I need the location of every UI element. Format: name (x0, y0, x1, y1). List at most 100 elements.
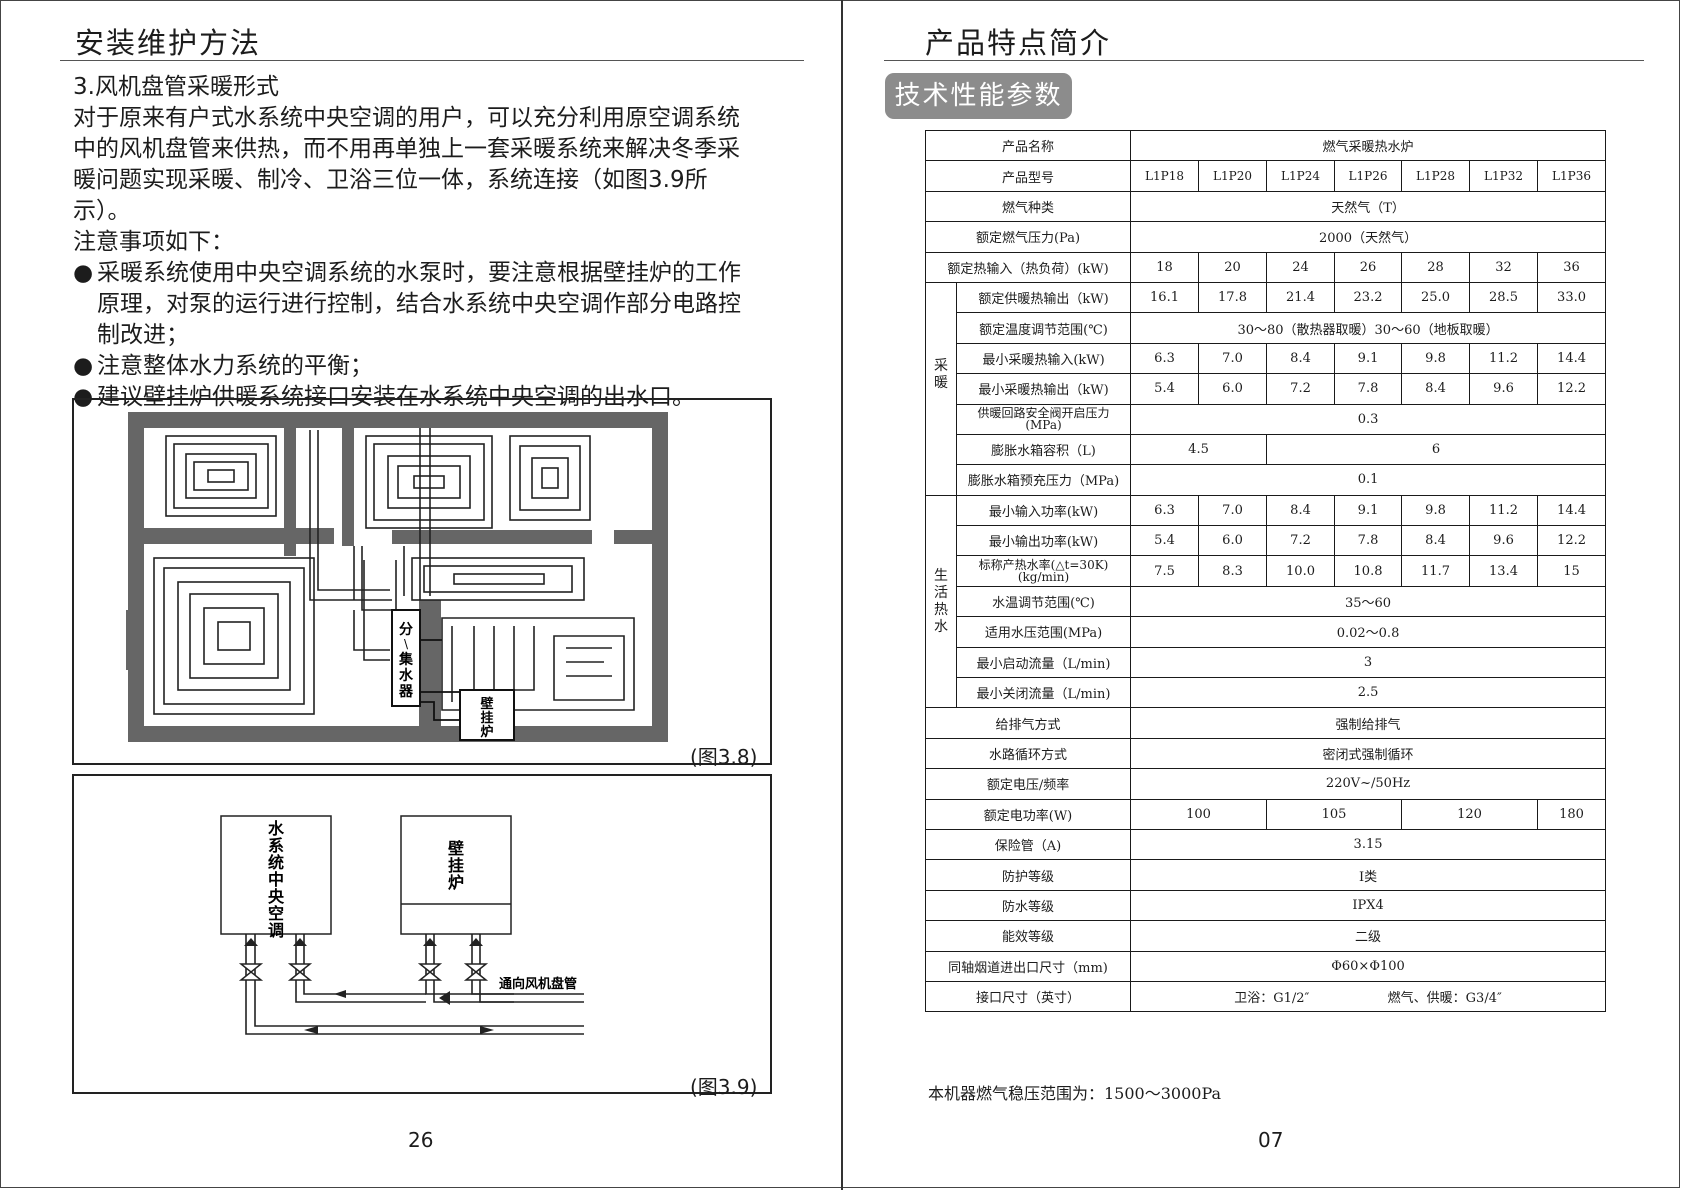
floor-heating-diagram: 分 \ 集 水 器 壁 挂 炉 (126, 412, 668, 742)
svg-text:央: 央 (268, 887, 285, 906)
cell-value: 强制给排气 (1130, 707, 1607, 739)
bullet-line: 制改进； (97, 322, 189, 348)
boiler-pipes (420, 639, 460, 721)
svg-text:空: 空 (268, 904, 284, 923)
table-row: 最小输出功率(kW) 5.4 6.0 7.2 7.8 8.4 9.6 12.2 (926, 525, 1607, 557)
cell-value: 32 (1469, 251, 1539, 283)
paragraph-line: 中的风机盘管来供热，而不用再单独上一套采暖系统来解决冬季采 (73, 136, 740, 162)
cell-value: 7.2 (1266, 373, 1336, 405)
model-cell: L1P24 (1266, 160, 1336, 192)
row-label: 水温调节范围(℃) (955, 585, 1132, 618)
row-label: 标称产热水率(△t=30K) (kg/min) (955, 555, 1132, 587)
svg-text:壁: 壁 (448, 839, 464, 858)
valves (238, 963, 489, 981)
table-row: 额定电功率(W) 100 105 120 180 (924, 798, 1607, 830)
table-row: 接口尺寸（英寸） 卫浴：G1/2″ 燃气、供暖：G3/4″ (924, 980, 1607, 1013)
bullet-text: 建议壁挂炉供暖系统接口安装在水系统中央空调的出水口。 (97, 384, 695, 410)
manifold-box (391, 609, 421, 707)
table-row: 膨胀水箱容积（L) 4.5 6 (926, 433, 1607, 466)
cell-value: 3.15 (1130, 828, 1607, 861)
cell-value: 6.3 (1130, 342, 1200, 375)
left-header-rule (60, 60, 804, 61)
figure-3-8-caption: (图3.8) (690, 745, 758, 769)
table-row: 防水等级 IPX4 (924, 889, 1607, 922)
table-row: 膨胀水箱预充压力（MPa) 0.1 (926, 464, 1607, 496)
cell-value: 天然气（T） (1130, 190, 1607, 223)
bullet-dot: ● (73, 384, 94, 410)
cell-value: 23.2 (1334, 281, 1403, 314)
cell-value: I类 (1130, 859, 1607, 891)
cell-value: 6.0 (1198, 373, 1268, 405)
cell-value: 9.8 (1401, 494, 1471, 527)
figure-3-9-caption: (图3.9) (690, 1075, 758, 1099)
cell-value: 2000（天然气） (1130, 221, 1607, 253)
cell-value: 6 (1266, 433, 1607, 466)
svg-text:挂: 挂 (448, 856, 464, 875)
table-row: 水温调节范围(℃) 35～60 (926, 585, 1607, 618)
figure-3-8: 分 \ 集 水 器 壁 挂 炉 (72, 398, 772, 765)
table-row: 最小采暖热输入(kW) 6.3 7.0 8.4 9.1 9.8 11.2 14.… (926, 342, 1607, 375)
table-row: 适用水压范围(MPa) 0.02～0.8 (926, 616, 1607, 648)
cell-value: 0.1 (1130, 464, 1607, 496)
bullet-line: 采暖系统使用中央空调系统的水泵时，要注意根据壁挂炉的工作 (97, 260, 741, 286)
row-label: 额定电压/频率 (924, 768, 1132, 800)
svg-text:调: 调 (268, 921, 284, 940)
table-row: 额定电压/频率 220V~/50Hz (924, 768, 1607, 800)
svg-text:中: 中 (268, 870, 284, 889)
cell-value: 4.5 (1130, 433, 1268, 466)
cell-value: 20 (1198, 251, 1268, 283)
row-label: 最小采暖热输出（kW) (955, 373, 1132, 405)
cell-value: 8.4 (1266, 342, 1336, 375)
model-cell: L1P26 (1334, 160, 1403, 192)
left-page-number: 26 (408, 1128, 434, 1152)
svg-text:系: 系 (268, 836, 284, 855)
cell-value: 8.3 (1198, 555, 1268, 587)
cell-value: 5.4 (1130, 373, 1200, 405)
spec-section-tag: 技术性能参数 (885, 73, 1072, 119)
cell-value: 12.2 (1537, 373, 1607, 405)
model-cell: L1P18 (1130, 160, 1200, 192)
table-row: 采 暖 额定供暖热输出（kW) 16.1 17.8 21.4 23.2 25.0… (925, 281, 1607, 496)
row-label: 额定供暖热输出（kW) (955, 281, 1132, 314)
page-spine (841, 0, 843, 1190)
table-row: 最小关闭流量（L/min) 2.5 (926, 677, 1607, 709)
cell-value: 0.3 (1130, 403, 1607, 435)
cell-value: 7.8 (1334, 373, 1403, 405)
cell-value: 7.8 (1334, 525, 1403, 557)
cell-value: 26 (1334, 251, 1403, 283)
row-label: 最小启动流量（L/min) (955, 646, 1132, 679)
row-label: 额定热输入（热负荷）(kW) (924, 251, 1132, 283)
flow-arrows (244, 938, 494, 1034)
cell-value: IPX4 (1130, 889, 1607, 922)
model-cell: L1P36 (1537, 160, 1607, 192)
cell-value: 卫浴：G1/2″ 燃气、供暖：G3/4″ (1130, 980, 1607, 1013)
model-cell: L1P28 (1401, 160, 1471, 192)
boiler-label: 壁 挂 炉 (448, 839, 464, 892)
table-row: 保险管（A) 3.15 (924, 828, 1607, 861)
manifold-label: 水 (399, 667, 414, 684)
cell-value: 5.4 (1130, 525, 1200, 557)
boiler-label: 炉 (480, 724, 493, 740)
row-label: 额定电功率(W) (924, 798, 1132, 830)
dhw-group-label: 生 活 热 水 (925, 494, 957, 709)
bullet-line: 原理，对泵的运行进行控制，结合水系统中央空调作部分电路控 (97, 291, 741, 317)
left-page-header: 安装维护方法 (75, 26, 262, 60)
row-label: 膨胀水箱预充压力（MPa) (955, 464, 1132, 496)
cell-value: 10.8 (1334, 555, 1403, 587)
cell-value: 9.8 (1401, 342, 1471, 375)
row-label: 能效等级 (924, 920, 1132, 952)
cell-value: 24 (1266, 251, 1336, 283)
manifold-label: \ (404, 637, 409, 651)
table-row: 产品名称 燃气采暖热水炉 (924, 129, 1607, 162)
fan-coil-connection-diagram: 水 系 统 中 央 空 调 壁 挂 炉 (220, 815, 584, 1035)
row-label: 最小输出功率(kW) (955, 525, 1132, 557)
row-label: 防护等级 (924, 859, 1132, 891)
section-title: 3.风机盘管采暖形式 (73, 74, 279, 100)
table-row: 额定热输入（热负荷）(kW) 18 20 24 26 28 32 36 (924, 251, 1607, 283)
cell-value: 7.0 (1198, 342, 1268, 375)
row-label: 最小输入功率(kW) (955, 494, 1132, 527)
boiler-label: 壁 (480, 696, 493, 712)
cell-value: 180 (1537, 798, 1607, 830)
figure-3-9: 水 系 统 中 央 空 调 壁 挂 炉 (72, 774, 772, 1094)
cell-value: 7.0 (1198, 494, 1268, 527)
